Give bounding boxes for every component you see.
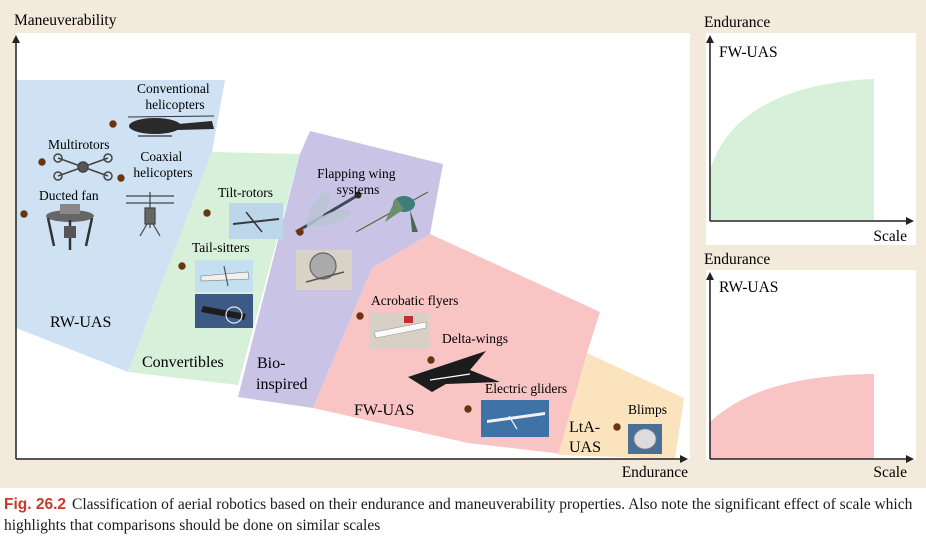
- inset-fill-fw-uas: [710, 79, 874, 220]
- category-dot-conventional-helicopters: [109, 120, 117, 128]
- category-label-delta-wings: Delta-wings: [442, 331, 508, 346]
- figure-panel: Maneuverability Endurance RW-UAS Convert…: [0, 0, 926, 488]
- region-label-bio-inspired: Bio- inspired: [256, 355, 308, 393]
- category-dot-tilt-rotors: [203, 209, 211, 217]
- category-label-flapping-wing-systems: Flapping wing systems: [317, 166, 399, 197]
- ducted-fan-icon: [46, 204, 94, 250]
- category-label-coaxial-helicopters: Coaxial helicopters: [133, 149, 192, 180]
- inset-x-axis-label-rw-uas: Scale: [873, 464, 907, 481]
- category-dot-ducted-fan: [20, 210, 28, 218]
- category-label-conventional-helicopters: Conventional helicopters: [137, 81, 213, 112]
- region-label-convertibles: Convertibles: [142, 354, 224, 371]
- category-dot-coaxial-helicopters: [117, 174, 125, 182]
- category-label-tilt-rotors: Tilt-rotors: [218, 185, 273, 200]
- category-label-tail-sitters: Tail-sitters: [192, 240, 250, 255]
- figure-number: Fig. 26.2: [4, 496, 67, 513]
- coaxial-helicopter-icon: [126, 192, 174, 237]
- region-label-rw-uas: RW-UAS: [50, 314, 111, 331]
- inset-chart-fw-uas: Endurance FW-UAS Scale: [704, 14, 916, 245]
- region-rw-uas: [16, 80, 225, 372]
- inset-title-fw-uas: FW-UAS: [719, 44, 778, 61]
- caption-text: Classification of aerial robotics based …: [4, 496, 913, 534]
- region-label-fw-uas: FW-UAS: [354, 402, 414, 419]
- helicopter-icon: [127, 115, 215, 137]
- tail-sitter-photo-2: [195, 294, 253, 328]
- bio-inspired-robot-photo: [296, 250, 352, 290]
- inset-y-axis-label-rw-uas: Endurance: [704, 251, 770, 268]
- inset-fill-rw-uas: [710, 374, 874, 459]
- blimp-photo: [628, 424, 662, 454]
- category-dot-electric-gliders: [464, 405, 472, 413]
- illustrations: [46, 115, 662, 454]
- category-label-blimps: Blimps: [628, 402, 667, 417]
- figure-svg: Maneuverability Endurance RW-UAS Convert…: [12, 12, 916, 481]
- inset-chart-rw-uas: Endurance RW-UAS Scale: [704, 251, 916, 481]
- category-markers: Conventional helicopters Multirotors Coa…: [20, 81, 667, 431]
- category-dot-delta-wings: [427, 356, 435, 364]
- multirotor-icon: [53, 153, 113, 181]
- region-label-lta-uas: LtA- UAS: [569, 419, 604, 456]
- category-dot-multirotors: [38, 158, 46, 166]
- tilt-rotor-photo: [229, 203, 283, 239]
- acrobatic-flyer-photo: [369, 313, 429, 349]
- dragonfly-icon: [295, 191, 362, 234]
- category-label-ducted-fan: Ducted fan: [39, 188, 99, 203]
- delta-wing-icon: [408, 351, 500, 392]
- y-axis-label: Maneuverability: [14, 12, 117, 29]
- category-label-electric-gliders: Electric gliders: [485, 381, 567, 396]
- x-axis-label: Endurance: [622, 464, 688, 481]
- tail-sitter-photo-1: [195, 260, 253, 292]
- region-labels: RW-UAS Convertibles Bio- inspired FW-UAS…: [50, 314, 604, 456]
- region-fw-uas: [313, 234, 600, 454]
- category-dot-acrobatic-flyers: [356, 312, 364, 320]
- hummingbird-icon: [355, 191, 429, 233]
- inset-x-axis-label-fw-uas: Scale: [873, 228, 907, 245]
- inset-y-axis-label-fw-uas: Endurance: [704, 14, 770, 31]
- inset-title-rw-uas: RW-UAS: [719, 279, 778, 296]
- electric-glider-photo: [481, 400, 549, 437]
- category-label-multirotors: Multirotors: [48, 137, 110, 152]
- category-dot-flapping-wing-systems: [296, 228, 304, 236]
- category-dot-blimps: [613, 423, 621, 431]
- category-dot-tail-sitters: [178, 262, 186, 270]
- category-label-acrobatic-flyers: Acrobatic flyers: [371, 293, 458, 308]
